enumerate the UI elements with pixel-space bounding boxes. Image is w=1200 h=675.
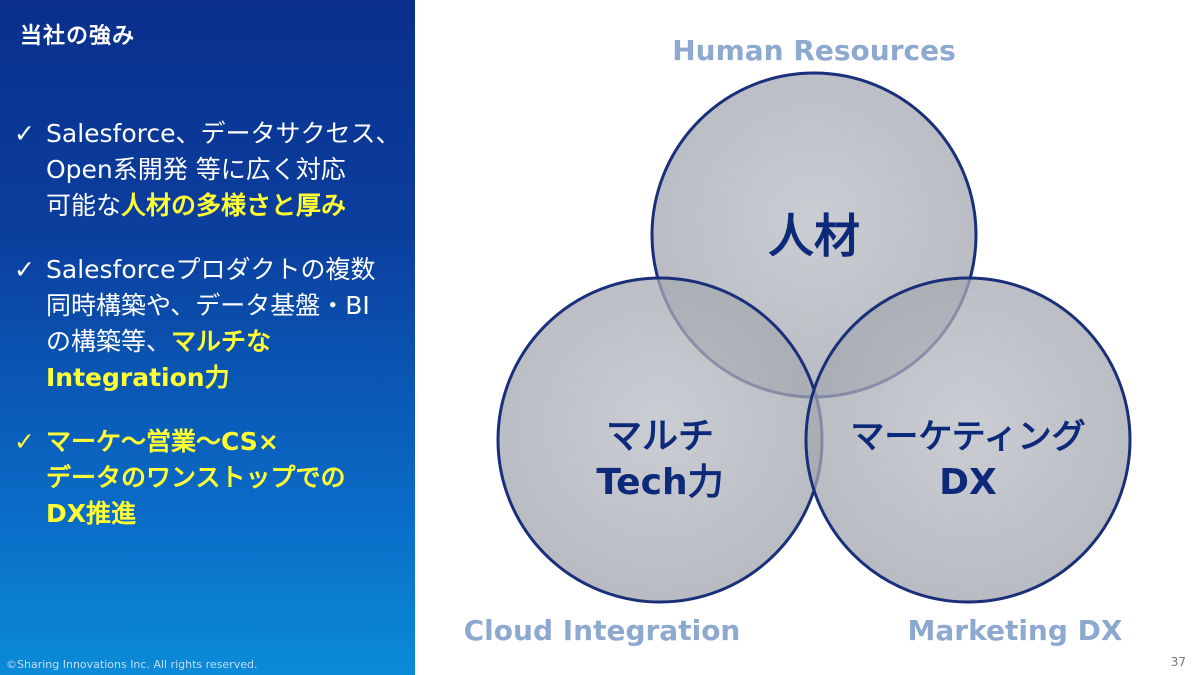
bullet-line: データのワンストップでの xyxy=(46,463,346,492)
strength-list: ✓ Salesforce、データサクセス、 Open系開発 等に広く対応 可能な… xyxy=(14,116,414,560)
check-icon: ✓ xyxy=(14,427,35,456)
circle-left-label-line2: Tech力 xyxy=(596,462,723,503)
list-item: ✓ マーケ～営業～CS× データのワンストップでの DX推進 xyxy=(14,424,414,532)
copyright: ©Sharing Innovations Inc. All rights res… xyxy=(6,658,258,671)
page-title: 当社の強み xyxy=(20,24,136,49)
bullet-line: Salesforceプロダクトの複数 xyxy=(46,255,376,284)
check-icon: ✓ xyxy=(14,255,35,284)
outer-label-top: Human Resources xyxy=(672,34,956,67)
bullet-text: 可能な xyxy=(46,191,122,220)
check-icon: ✓ xyxy=(14,119,35,148)
bullet-line: の構築等、マルチな xyxy=(46,324,414,360)
bullet-line: マーケ～営業～CS× xyxy=(46,427,279,456)
circle-right-label-line1: マーケティング xyxy=(850,417,1085,457)
list-item: ✓ Salesforce、データサクセス、 Open系開発 等に広く対応 可能な… xyxy=(14,116,414,224)
outer-label-right: Marketing DX xyxy=(908,614,1123,647)
bullet-line: Open系開発 等に広く対応 xyxy=(46,155,346,184)
venn-circle-right xyxy=(804,276,1132,604)
list-item: ✓ Salesforceプロダクトの複数 同時構築や、データ基盤・BI の構築等… xyxy=(14,252,414,396)
left-panel: 当社の強み ✓ Salesforce、データサクセス、 Open系開発 等に広く… xyxy=(0,0,415,675)
venn-diagram: Human Resources 人材 マルチ Tech力 マーケティング DX … xyxy=(464,34,1132,647)
circle-top-label: 人材 xyxy=(768,209,860,263)
bullet-line: 可能な人材の多様さと厚み xyxy=(46,188,414,224)
bullet-text: の構築等、 xyxy=(46,327,172,356)
circle-left-label-line1: マルチ xyxy=(606,416,714,457)
bullet-line: Salesforce、データサクセス、 xyxy=(46,119,401,148)
bullet-highlight: Integration力 xyxy=(46,363,230,392)
bullet-highlight: 人材の多様さと厚み xyxy=(121,191,347,220)
circle-right-label-line2: DX xyxy=(939,462,997,503)
bullet-line: 同時構築や、データ基盤・BI xyxy=(46,291,370,320)
outer-label-left: Cloud Integration xyxy=(464,614,741,647)
page-number: 37 xyxy=(1170,655,1186,669)
bullet-line: DX推進 xyxy=(46,499,137,528)
bullet-highlight: マルチな xyxy=(171,327,272,356)
